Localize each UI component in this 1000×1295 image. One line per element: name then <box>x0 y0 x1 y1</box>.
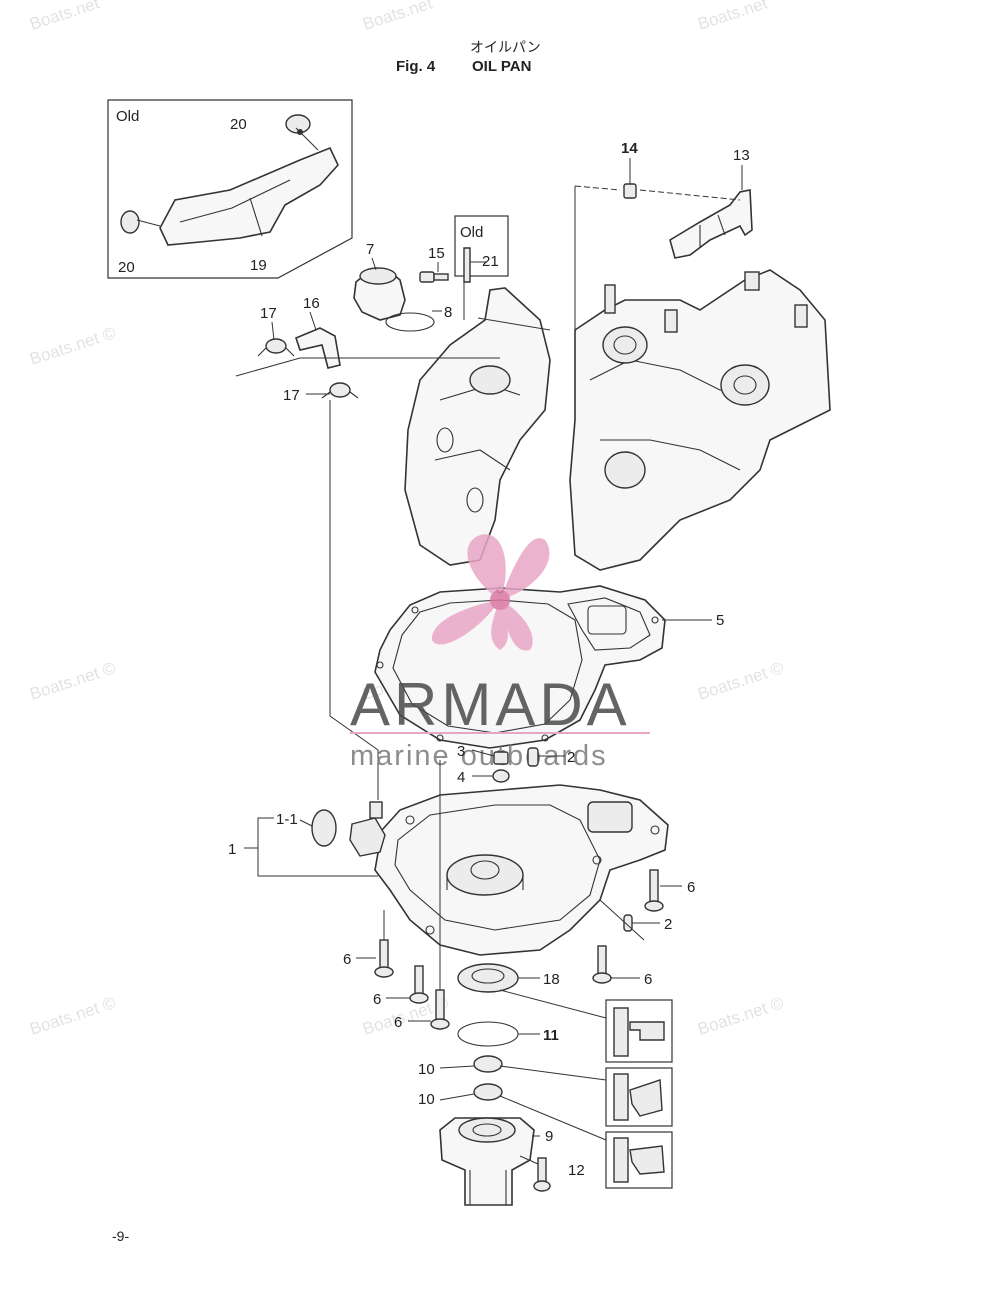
callout-15: 15 <box>428 245 445 262</box>
bolt-6-left <box>356 910 394 978</box>
clip-17-lower <box>306 382 359 399</box>
upper-casing-left <box>404 287 551 566</box>
callout-20: 20 <box>230 116 247 133</box>
armada-propeller-logo <box>431 534 550 651</box>
dowel-2-upper <box>527 747 539 767</box>
watermark-text: Boats.net © <box>27 658 118 704</box>
watermark-text: Boats.net © <box>695 993 786 1039</box>
bracket-13 <box>669 165 753 259</box>
callout-18: 18 <box>543 971 560 988</box>
housing-9 <box>439 1117 540 1206</box>
watermark-text: Boats.net <box>27 0 101 34</box>
callout-2: 2 <box>567 749 575 766</box>
watermark-text: Boats.net <box>360 0 434 34</box>
hose-16 <box>295 327 341 369</box>
callout-1: 1 <box>228 841 236 858</box>
bolt-6-mid <box>408 760 450 1030</box>
callout-8: 8 <box>444 304 452 321</box>
old-box-label: Old <box>460 224 483 241</box>
watermark-text: Boats.net <box>695 0 769 34</box>
oring-8 <box>385 312 435 332</box>
callout-13: 13 <box>733 147 750 164</box>
callout-16: 16 <box>303 295 320 312</box>
callout-6: 6 <box>373 991 381 1008</box>
callout-6: 6 <box>687 879 695 896</box>
seal-10-upper <box>473 1055 503 1073</box>
callout-4: 4 <box>457 769 465 786</box>
armada-brand-text: ARMADA <box>350 671 631 738</box>
oil-cap-7 <box>353 257 406 321</box>
engine-block-upper <box>569 269 831 571</box>
callout-17: 17 <box>283 387 300 404</box>
clip-17-upper <box>257 321 295 357</box>
oring-11 <box>457 1021 519 1047</box>
bolt-15 <box>419 262 449 283</box>
callout-6: 6 <box>644 971 652 988</box>
bolt-6-lower-right <box>592 945 640 984</box>
callout-2: 2 <box>664 916 672 933</box>
callout-5: 5 <box>716 612 724 629</box>
cap-14 <box>623 183 637 199</box>
page-number: -9- <box>112 1228 130 1244</box>
watermark-text: Boats.net © <box>695 658 786 704</box>
callout-6: 6 <box>343 951 351 968</box>
seal-detail-box-1 <box>605 999 673 1063</box>
callout-labels: 20 20 19 14 13 7 15 21 16 8 17 17 5 3 2 … <box>118 116 750 1179</box>
bracket-19 <box>159 146 339 246</box>
callout-6: 6 <box>394 1014 402 1031</box>
grommet-20-bottom <box>120 210 140 234</box>
callout-7: 7 <box>366 241 374 258</box>
figure-number: Fig. 4 <box>396 58 436 75</box>
old-parts-box-a: Old <box>107 99 353 279</box>
oil-pan-1 <box>349 784 669 956</box>
washer-4 <box>492 769 510 783</box>
seal-18 <box>457 963 607 1019</box>
bolt-12 <box>519 1155 551 1192</box>
plug-1-1 <box>311 809 337 847</box>
callout-17: 17 <box>260 305 277 322</box>
figure-title-japanese: オイルパン <box>470 40 541 56</box>
seal-detail-box-3 <box>605 1131 673 1189</box>
old-box-label: Old <box>116 108 139 125</box>
callout-14: 14 <box>621 140 638 157</box>
callout-20: 20 <box>118 259 135 276</box>
callout-21: 21 <box>482 253 499 270</box>
callout-3: 3 <box>457 743 465 760</box>
old-parts-box-b: Old <box>454 215 509 320</box>
seal-10-lower <box>473 1083 503 1101</box>
figure-title: OIL PAN <box>472 58 532 75</box>
callout-10: 10 <box>418 1091 435 1108</box>
seal-detail-box-2 <box>605 1067 673 1127</box>
callout-12: 12 <box>568 1162 585 1179</box>
clip-21 <box>463 247 471 283</box>
callout-9: 9 <box>545 1128 553 1145</box>
callout-1-1: 1-1 <box>276 811 298 828</box>
fitting-3 <box>471 749 509 765</box>
callout-11: 11 <box>543 1027 559 1044</box>
watermark-text: Boats.net © <box>27 993 118 1039</box>
bolt-6-mid-left <box>386 965 429 1004</box>
bolt-6-right <box>644 869 682 912</box>
watermark-text: Boats.net © <box>27 323 118 369</box>
callout-19: 19 <box>250 257 267 274</box>
callout-10: 10 <box>418 1061 435 1078</box>
